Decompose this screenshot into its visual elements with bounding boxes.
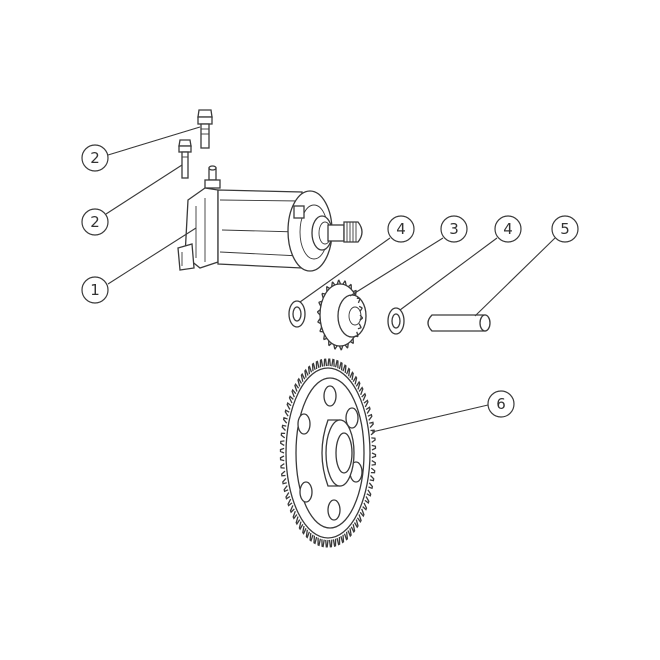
shaft — [427, 314, 491, 332]
callout-label: 4 — [396, 220, 406, 238]
washer-right — [387, 307, 405, 335]
starter-driven-gear — [279, 358, 377, 548]
callout-washer-right: 4 — [494, 215, 522, 243]
callout-bolt-upper: 2 — [81, 144, 109, 172]
callout-label: 2 — [90, 149, 100, 167]
callout-label: 1 — [90, 281, 100, 299]
callout-label: 2 — [90, 213, 100, 231]
bolt-upper — [197, 109, 213, 149]
idler-gear — [317, 279, 367, 351]
callout-label: 6 — [496, 395, 506, 413]
callout-bolt-lower: 2 — [81, 208, 109, 236]
callout-motor: 1 — [81, 276, 109, 304]
bolt-lower — [178, 139, 192, 179]
starter-motor — [177, 165, 363, 272]
callout-label: 5 — [560, 220, 570, 238]
callout-shaft: 5 — [551, 215, 579, 243]
callout-washer-left: 4 — [387, 215, 415, 243]
washer-left — [288, 300, 306, 328]
callout-label: 3 — [449, 220, 459, 238]
callout-label: 4 — [503, 220, 513, 238]
callout-idler-gear: 3 — [440, 215, 468, 243]
callout-driven-gear: 6 — [487, 390, 515, 418]
leader-lines — [105, 126, 556, 433]
